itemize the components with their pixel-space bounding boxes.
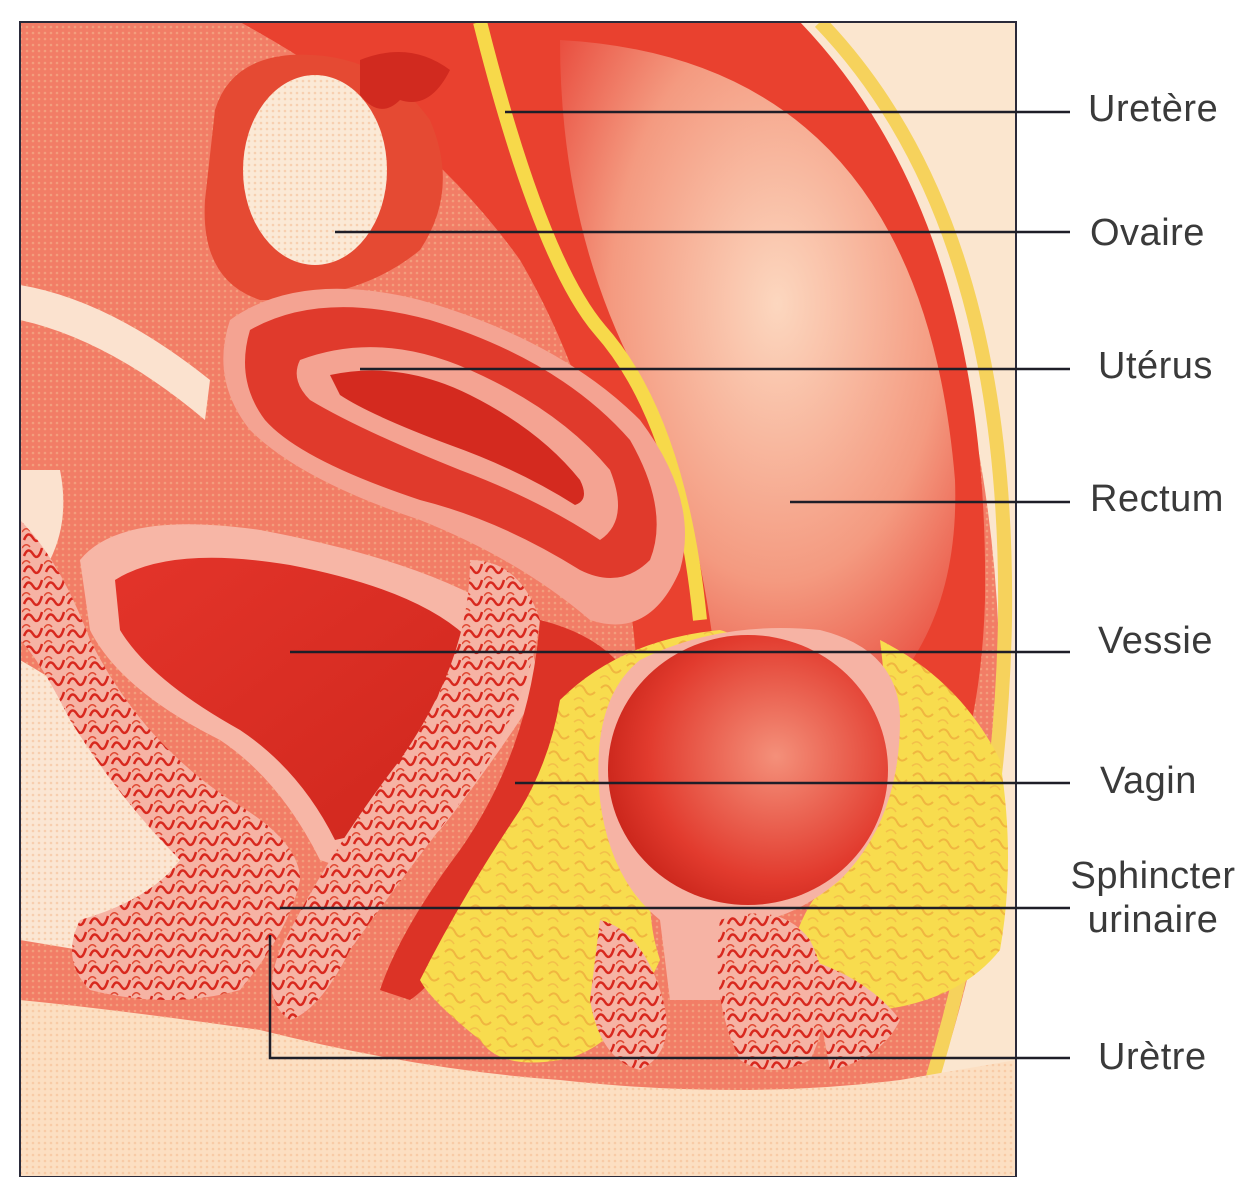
label-uretre: Urètre: [1098, 1036, 1207, 1080]
label-sphincter-urinaire: Sphincter urinaire: [1068, 855, 1238, 942]
label-uterus: Utérus: [1098, 345, 1213, 389]
label-sphincter-line1: Sphincter: [1068, 855, 1238, 899]
label-sphincter-line2: urinaire: [1068, 899, 1238, 943]
label-uretere: Uretère: [1088, 88, 1218, 132]
rectum-lumen: [608, 635, 888, 905]
label-vessie: Vessie: [1098, 620, 1213, 664]
label-vagin: Vagin: [1100, 760, 1197, 804]
label-ovaire: Ovaire: [1090, 212, 1205, 256]
label-rectum: Rectum: [1090, 478, 1224, 522]
